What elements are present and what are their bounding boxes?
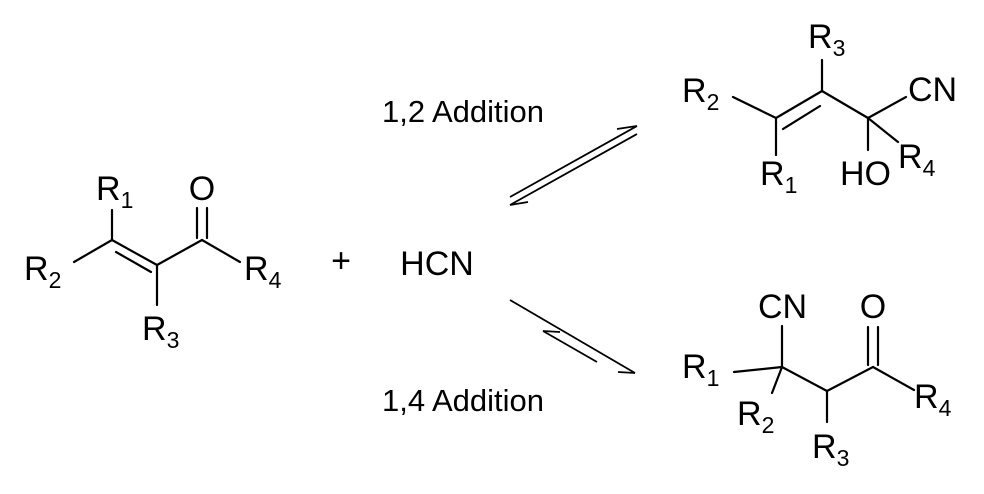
p14-bond-r1-c1: [732, 365, 784, 374]
p12-bond-c3-cn: [866, 95, 908, 120]
reactant-r2: R2: [24, 250, 61, 293]
arrow-reverse-bottom-head: [542, 330, 561, 333]
p12-r2: R2: [682, 72, 719, 115]
p14-bond-c1-c2: [780, 365, 829, 393]
arrow-reverse-top: [509, 133, 638, 206]
arrow-reverse-bottom: [542, 330, 598, 363]
p12-bond-c1-c2-double: [781, 104, 822, 131]
equilibrium-arrow-top: [509, 125, 638, 206]
bond-c1-c2: [110, 238, 159, 267]
p14-r1: R1: [682, 348, 719, 391]
p12-ho: HO: [840, 155, 891, 193]
p14-bond-c2-c3: [825, 365, 875, 393]
arrow-forward-bottom-head: [617, 371, 636, 374]
product-1-4-cyano-ketone: CN O R1 R2 R4 R3: [682, 288, 952, 471]
p12-r1: R1: [760, 155, 797, 198]
p12-bond-c3-r4: [866, 116, 900, 144]
p14-r4: R4: [914, 378, 952, 421]
bond-c3-r4: [200, 238, 242, 264]
p14-r3: R3: [812, 428, 849, 471]
p14-cn: CN: [758, 288, 807, 326]
reactant-r3: R3: [142, 310, 179, 353]
equilibrium-arrow-bottom: [509, 299, 636, 374]
label-1-2-addition: 1,2 Addition: [382, 94, 544, 129]
p14-bond-c3-r4: [871, 365, 916, 392]
p12-bond-c2-c3: [820, 89, 870, 120]
bond-c1-c2-double: [114, 250, 153, 274]
product-1-2-cyanohydrin: R3 R2 CN R4 R1 HO: [682, 18, 957, 198]
reactant-oxygen: O: [189, 170, 215, 208]
plus-sign: +: [331, 242, 351, 280]
arrow-forward-top-head: [616, 125, 638, 130]
reactant-r4: R4: [244, 250, 282, 293]
bond-r2-c1: [72, 238, 114, 264]
arrow-reverse-top-head: [509, 201, 529, 206]
bond-c2-c3: [155, 238, 204, 267]
reactant-enone: R1 O R2 R4 R3: [24, 170, 282, 353]
p14-oxygen: O: [860, 288, 886, 326]
p12-cn: CN: [908, 71, 957, 109]
p14-r2: R2: [737, 395, 774, 438]
label-1-4-addition: 1,4 Addition: [382, 383, 544, 418]
reactant-r1: R1: [96, 170, 133, 213]
p12-r4: R4: [898, 138, 936, 181]
arrow-forward-top: [509, 125, 638, 198]
arrow-forward-bottom: [509, 299, 636, 374]
p14-bond-c1-r2: [770, 365, 784, 395]
p12-bond-c1-c2: [774, 89, 824, 120]
p12-bond-r2-c1: [731, 95, 778, 120]
reagent-hcn: HCN: [400, 245, 474, 283]
p12-r3: R3: [808, 18, 845, 61]
